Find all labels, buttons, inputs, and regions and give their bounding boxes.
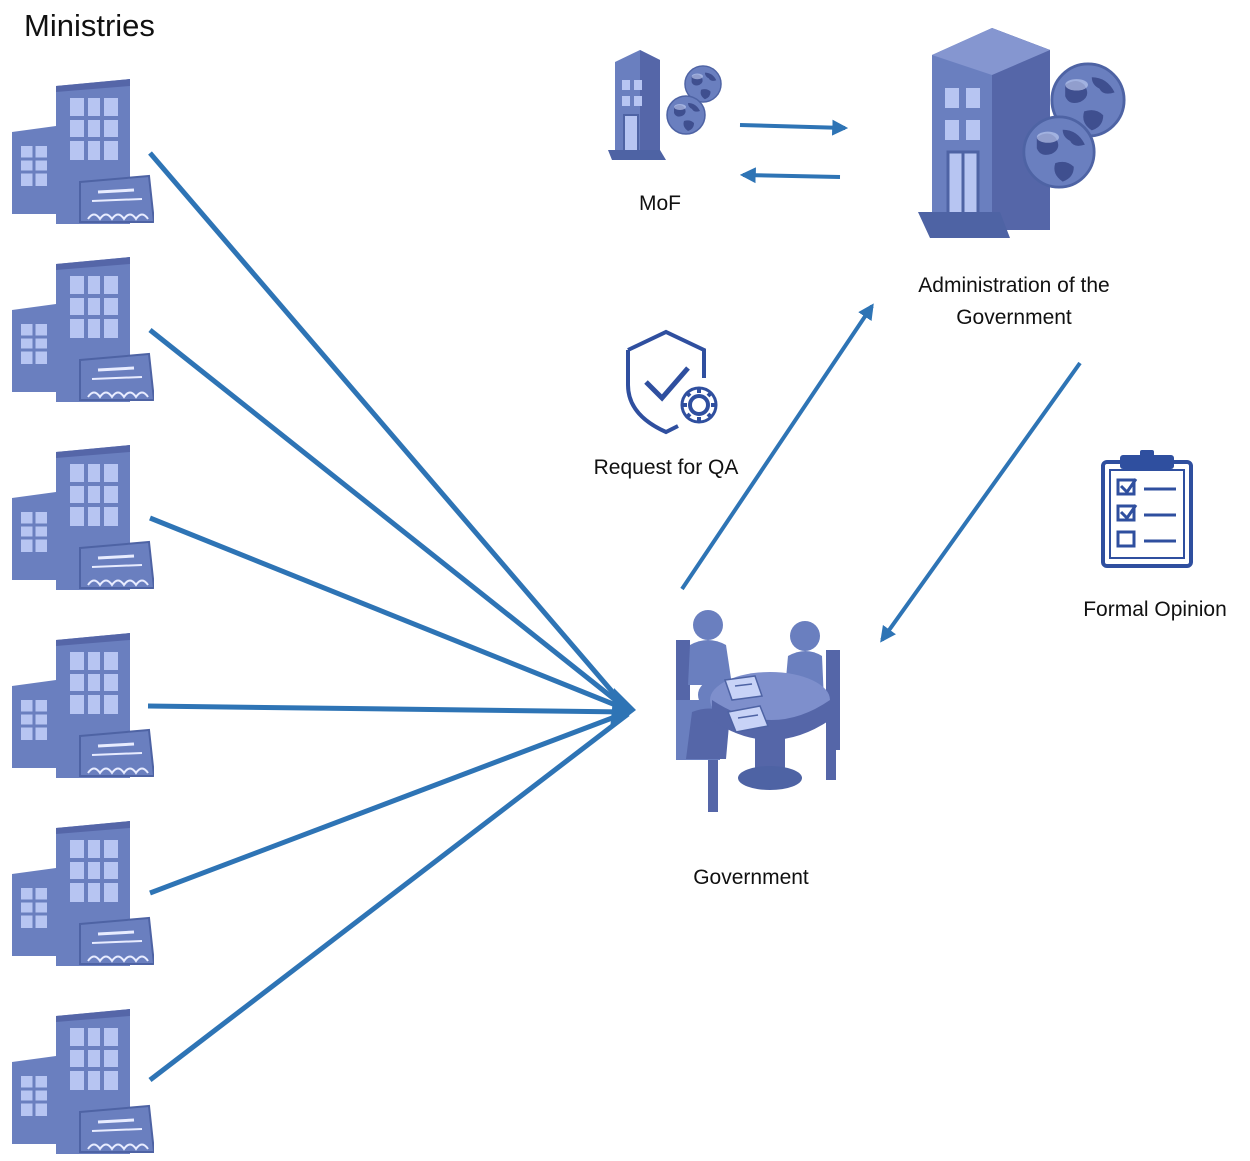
shield-check-gear-icon bbox=[626, 329, 718, 435]
formal-opinion-label: Formal Opinion bbox=[1083, 598, 1227, 621]
office-building-icon bbox=[10, 1007, 154, 1154]
server-building-with-globes-icon bbox=[608, 50, 722, 160]
administration-label-line2: Government bbox=[956, 306, 1072, 329]
arrow-administration-to-mof bbox=[739, 167, 841, 184]
arrow-mof-to-administration bbox=[739, 119, 849, 136]
office-building-with-globes-icon bbox=[918, 28, 1126, 238]
checklist-clipboard-icon bbox=[1101, 450, 1193, 568]
office-building-icon bbox=[10, 77, 154, 224]
arrow-government-to-administration bbox=[680, 303, 874, 591]
diagram-title: Ministries bbox=[24, 8, 155, 43]
arrow-ministry-2 bbox=[148, 328, 630, 712]
office-building-icon bbox=[10, 255, 154, 402]
administration-label: Administration of the Government bbox=[880, 270, 1148, 334]
government-label: Government bbox=[693, 866, 809, 889]
office-building-icon bbox=[10, 631, 154, 778]
arrow-administration-to-government bbox=[880, 361, 1082, 643]
arrow-ministry-6 bbox=[148, 712, 630, 1082]
arrow-ministry-1 bbox=[148, 151, 630, 712]
administration-label-line1: Administration of the bbox=[918, 274, 1110, 297]
office-building-icon bbox=[10, 819, 154, 966]
ministry-icons bbox=[10, 77, 154, 1154]
arrow-ministry-5 bbox=[149, 709, 629, 896]
mof-label: MoF bbox=[639, 192, 681, 215]
meeting-table-icon bbox=[676, 610, 840, 812]
ministry-arrows bbox=[147, 151, 630, 1082]
arrow-ministry-4 bbox=[147, 703, 629, 715]
arrow-ministry-3 bbox=[149, 515, 629, 713]
arrowhead-government bbox=[610, 688, 636, 730]
office-building-icon bbox=[10, 443, 154, 590]
request-qa-label: Request for QA bbox=[593, 456, 739, 479]
